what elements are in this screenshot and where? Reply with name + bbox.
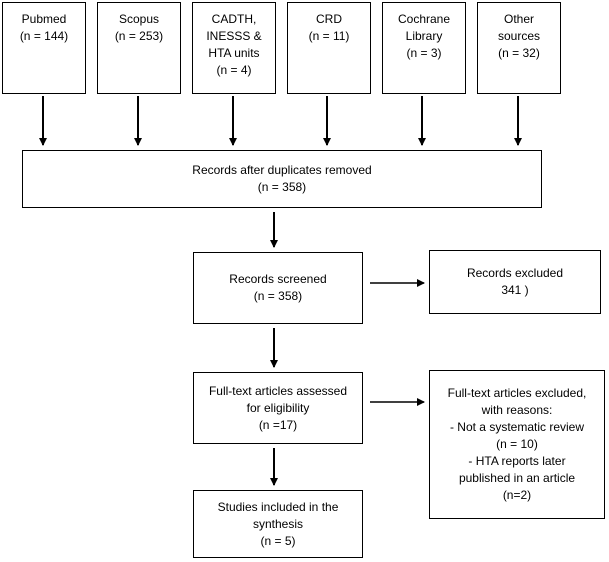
source-box-scopus: Scopus (n = 253) (97, 2, 181, 94)
source-name: CADTH, INESSS & HTA units (206, 12, 262, 60)
fulltext-excluded-box: Full-text articles excluded, with reason… (429, 370, 605, 519)
reason-hta-later: - HTA reports later published in an arti… (458, 454, 576, 485)
included-box: Studies included in the synthesis (n = 5… (193, 490, 363, 558)
reason-hta-later-count: (n=2) (502, 488, 532, 502)
screened-label: Records screened (229, 272, 327, 286)
reason-not-systematic-count: (n = 10) (496, 437, 538, 451)
source-count: (n = 4) (216, 63, 252, 77)
source-count: (n = 253) (114, 29, 164, 43)
source-box-other: Other sources (n = 32) (477, 2, 561, 94)
screened-count: (n = 358) (253, 289, 303, 303)
source-name: Pubmed (21, 12, 67, 26)
after-duplicates-label: Records after duplicates removed (192, 163, 372, 177)
after-duplicates-box: Records after duplicates removed (n = 35… (22, 150, 542, 208)
source-name: Scopus (118, 12, 160, 26)
screened-box: Records screened (n = 358) (193, 252, 363, 324)
included-label: Studies included in the synthesis (217, 499, 339, 531)
included-count: (n = 5) (260, 533, 296, 548)
after-duplicates-count: (n = 358) (257, 180, 307, 194)
source-box-cadth: CADTH, INESSS & HTA units (n = 4) (192, 2, 276, 94)
source-name: CRD (316, 12, 342, 26)
source-box-cochrane: Cochrane Library (n = 3) (382, 2, 466, 94)
source-box-crd: CRD (n = 11) (287, 2, 371, 94)
source-count: (n = 3) (406, 46, 442, 60)
source-count: (n = 11) (308, 29, 350, 43)
fulltext-count: (n =17) (258, 417, 298, 432)
source-name: Cochrane Library (397, 12, 451, 43)
source-name: Other sources (497, 12, 541, 43)
excluded-count: 341 ) (501, 283, 529, 297)
reason-not-systematic: - Not a systematic review (449, 420, 585, 434)
source-count: (n = 32) (498, 46, 540, 60)
fulltext-label: Full-text articles assessed for eligibil… (208, 383, 348, 415)
source-count: (n = 144) (19, 29, 69, 43)
excluded-box: Records excluded 341 ) (429, 250, 601, 314)
source-box-pubmed: Pubmed (n = 144) (2, 2, 86, 94)
fulltext-box: Full-text articles assessed for eligibil… (193, 372, 363, 444)
fulltext-excluded-label: Full-text articles excluded, with reason… (447, 386, 587, 417)
excluded-label: Records excluded (466, 266, 564, 280)
